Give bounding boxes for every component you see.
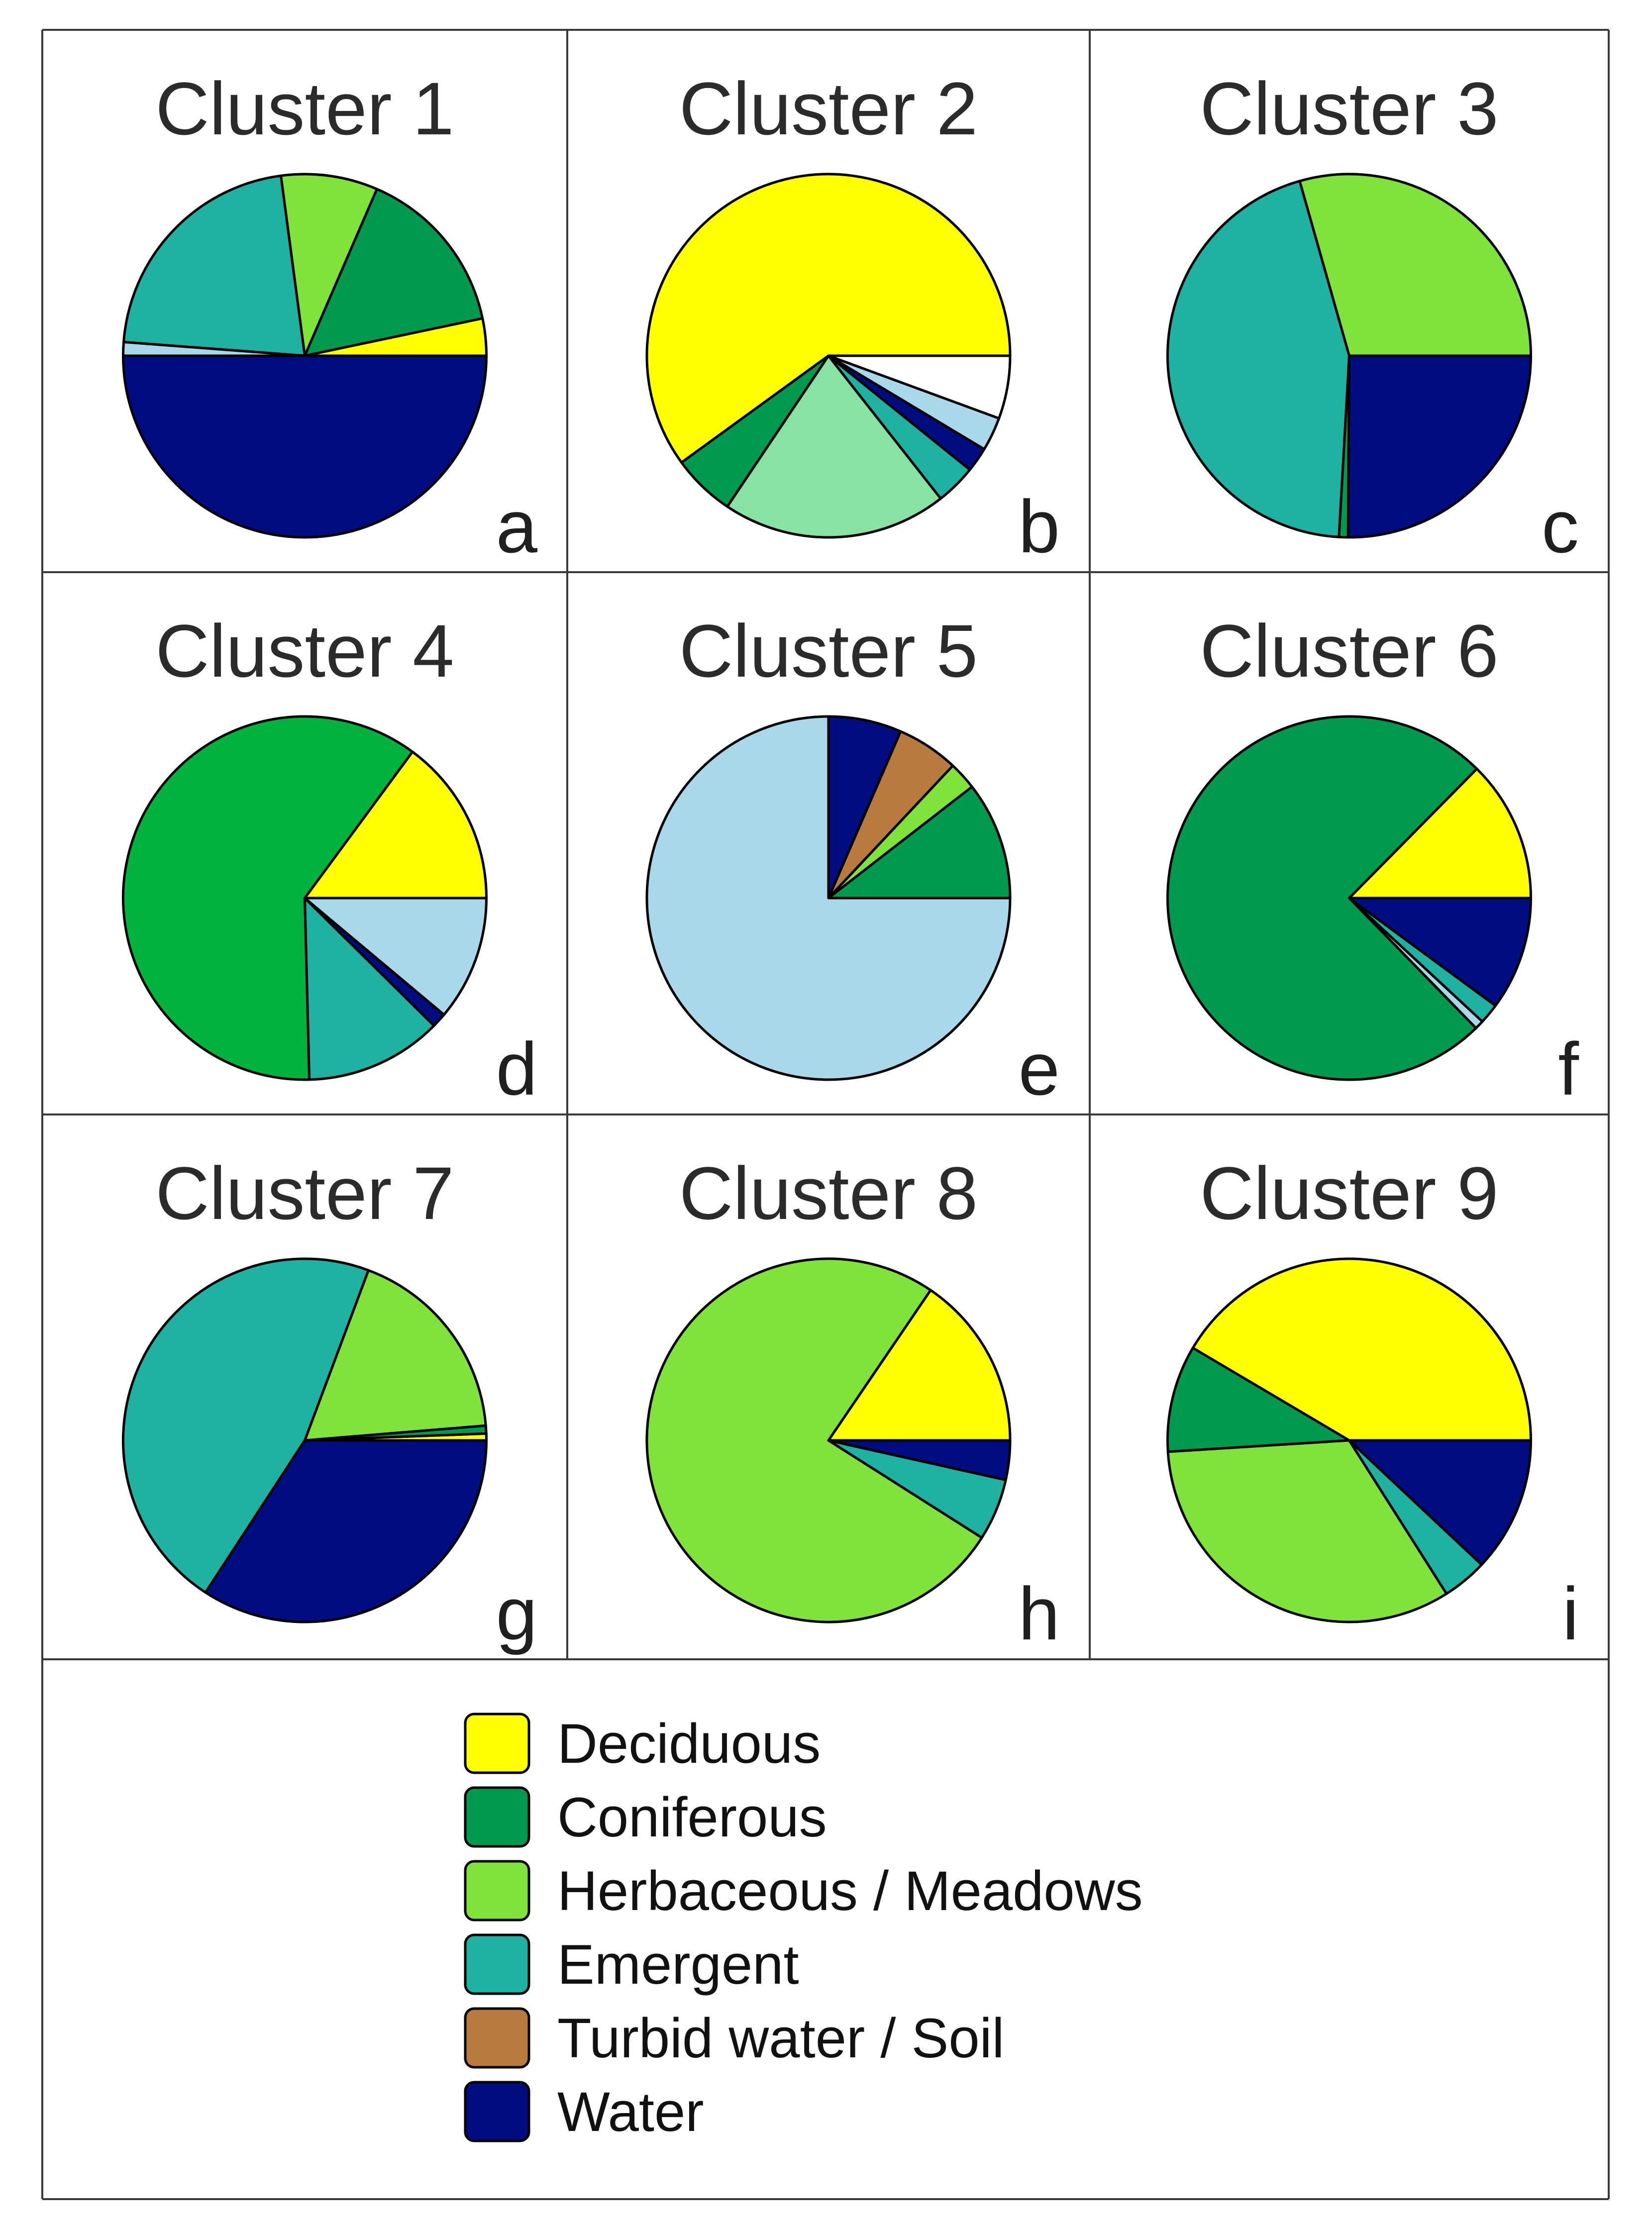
pie-panel-1: Cluster 1 a bbox=[122, 67, 538, 568]
pie-slice bbox=[121, 715, 414, 1081]
pie-slice bbox=[827, 354, 1012, 420]
legend-label: Water bbox=[557, 2081, 704, 2143]
legend-item: Water bbox=[464, 2081, 704, 2143]
pie-panel-9: Cluster 9 i bbox=[1166, 1151, 1579, 1655]
pie-slice bbox=[204, 1439, 488, 1623]
legend-swatch bbox=[464, 1713, 530, 1774]
legend-swatch bbox=[464, 2007, 530, 2069]
pie-slice bbox=[1166, 180, 1350, 538]
panel-title: Cluster 3 bbox=[1200, 67, 1498, 150]
panel-letter: b bbox=[1019, 485, 1060, 568]
legend-label: Coniferous bbox=[557, 1786, 827, 1848]
pie-panel-5: Cluster 5 e bbox=[645, 609, 1060, 1111]
pie-slice bbox=[304, 1269, 487, 1442]
pie-slice bbox=[645, 1257, 983, 1623]
pie-panel-7: Cluster 7 g bbox=[122, 1151, 537, 1655]
legend-label: Emergent bbox=[557, 1933, 799, 1996]
panel-letter: d bbox=[496, 1027, 537, 1111]
panel-letter: i bbox=[1562, 1572, 1579, 1655]
pie-slice bbox=[122, 1257, 370, 1594]
legend-label: Turbid water / Soil bbox=[557, 2007, 1004, 2069]
pie-slice bbox=[827, 785, 1012, 900]
legend-item: Deciduous bbox=[464, 1713, 821, 1775]
panel-letter: c bbox=[1542, 485, 1579, 568]
pie-slice bbox=[304, 897, 435, 1081]
legend-item: Coniferous bbox=[464, 1786, 827, 1848]
pie-slice bbox=[304, 750, 488, 900]
pie-slice bbox=[122, 174, 306, 357]
pie-slice bbox=[827, 715, 902, 900]
pie-slice bbox=[827, 1289, 1012, 1442]
legend-swatch bbox=[464, 2081, 530, 2142]
panel-letter: f bbox=[1558, 1027, 1579, 1111]
panel-title: Cluster 7 bbox=[155, 1151, 454, 1235]
panel-title: Cluster 5 bbox=[679, 609, 978, 693]
panel-title: Cluster 1 bbox=[155, 67, 454, 150]
legend-item: Emergent bbox=[464, 1933, 799, 1996]
pie-slice bbox=[1298, 173, 1532, 357]
pie-slice bbox=[304, 188, 484, 357]
legend-label: Deciduous bbox=[557, 1713, 821, 1775]
pie-slice bbox=[1166, 715, 1478, 1081]
pie-slice bbox=[827, 1439, 1012, 1482]
panel-title: Cluster 4 bbox=[155, 609, 454, 693]
pie-panel-2: Cluster 2 b bbox=[645, 67, 1060, 568]
pie-slice bbox=[1346, 354, 1532, 539]
pie-panel-3: Cluster 3 c bbox=[1166, 67, 1579, 568]
pie-slice bbox=[1191, 1257, 1532, 1442]
pie-slice bbox=[1348, 1439, 1532, 1566]
pie-slice bbox=[122, 354, 488, 539]
panel-title: Cluster 2 bbox=[679, 67, 978, 150]
legend-swatch bbox=[464, 1933, 530, 1995]
pie-slice bbox=[645, 715, 1012, 1081]
pie-slice bbox=[1348, 897, 1532, 1007]
panel-letter: g bbox=[496, 1572, 537, 1655]
panel-letter: a bbox=[496, 485, 538, 568]
legend-item: Turbid water / Soil bbox=[464, 2007, 1004, 2069]
pie-slice bbox=[279, 173, 378, 357]
legend-item: Herbaceous / Meadows bbox=[464, 1860, 1143, 1922]
panel-letter: h bbox=[1019, 1572, 1060, 1655]
legend-label: Herbaceous / Meadows bbox=[557, 1860, 1143, 1922]
legend-swatch bbox=[464, 1860, 530, 1922]
pie-panel-8: Cluster 8 h bbox=[645, 1151, 1060, 1655]
panel-grid-frame bbox=[41, 29, 1610, 2200]
panel-letter: e bbox=[1019, 1027, 1060, 1111]
pie-panel-6: Cluster 6 f bbox=[1166, 609, 1579, 1111]
pie-slice bbox=[1348, 767, 1532, 900]
pie-slice bbox=[645, 173, 1012, 464]
pie-slice bbox=[726, 354, 942, 539]
legend-swatch bbox=[464, 1786, 530, 1848]
panel-title: Cluster 8 bbox=[679, 1151, 978, 1235]
pie-panel-4: Cluster 4 d bbox=[121, 609, 537, 1111]
panel-title: Cluster 9 bbox=[1200, 1151, 1498, 1235]
pie-slice bbox=[1166, 1346, 1350, 1453]
panel-title: Cluster 6 bbox=[1200, 609, 1498, 693]
pie-slice bbox=[304, 897, 488, 1016]
